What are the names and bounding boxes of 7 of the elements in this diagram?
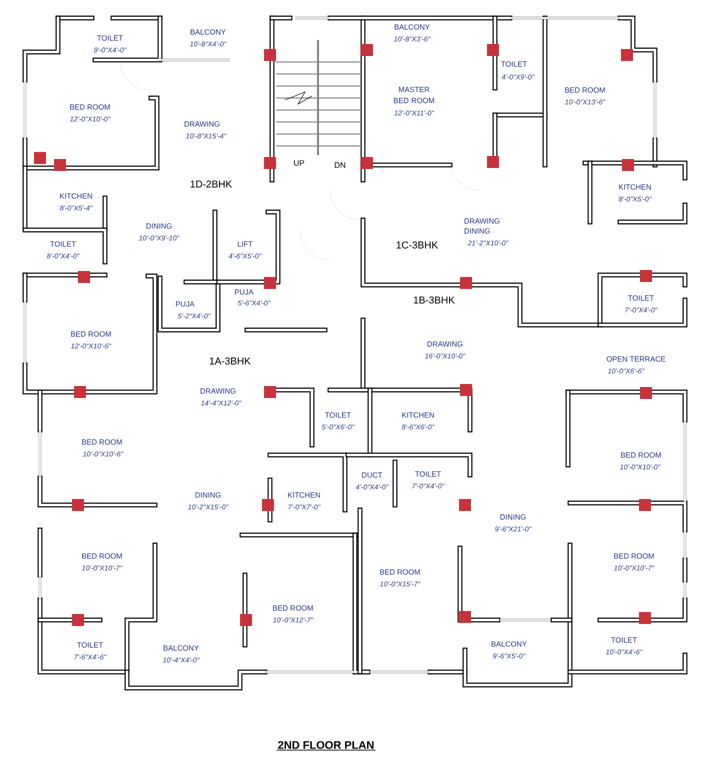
unit-label: 1A-3BHK (210, 357, 251, 365)
unit-label: 1D-2BHK (190, 180, 232, 188)
unit-label: 1C-3BHK (396, 241, 438, 249)
unit-label: 1B-3BHK (414, 296, 455, 304)
plan-title: 2ND FLOOR PLAN (276, 741, 376, 750)
stair-label: UP (294, 160, 304, 166)
stair-label: DN (334, 162, 346, 168)
